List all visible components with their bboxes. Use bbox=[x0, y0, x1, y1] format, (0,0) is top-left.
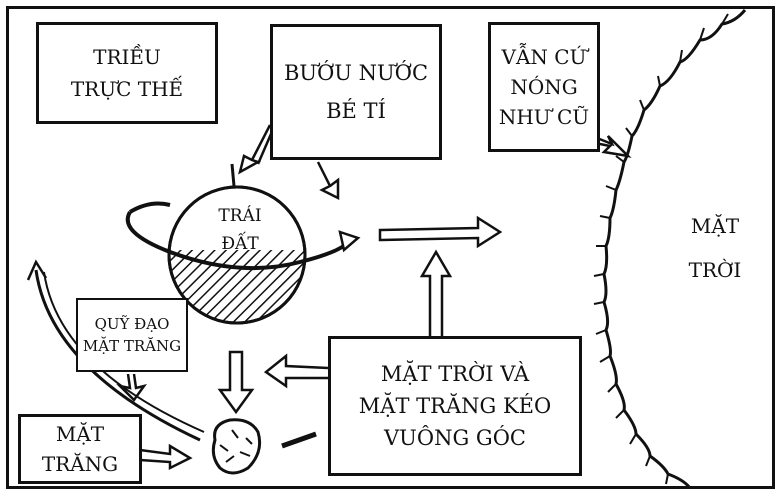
tidal-lock-line1: TRIỀU bbox=[93, 45, 161, 69]
arrow-hot-to-sun bbox=[589, 134, 632, 158]
arrow-orbit-label bbox=[116, 373, 147, 402]
outer-frame bbox=[6, 6, 775, 489]
arrow-moon-box-to-moon bbox=[139, 443, 193, 471]
arrow-bulge-to-earth-1 bbox=[238, 124, 272, 175]
tidal-lock-box: TRIỀU TRỰC THẾ bbox=[36, 22, 218, 124]
earth-rotation-arrow bbox=[125, 210, 352, 271]
moon-box: MẶT TRĂNG bbox=[18, 414, 142, 484]
tiny-bulge-box: BƯỚU NƯỚC BÉ TÍ bbox=[270, 24, 442, 160]
sun-moon-pull-line1: MẶT TRỜI VÀ bbox=[380, 362, 530, 386]
arrow-earth-to-sun bbox=[378, 215, 503, 249]
arrow-earth-to-moon bbox=[217, 350, 255, 415]
tiny-bulge-line2: BÉ TÍ bbox=[326, 99, 386, 123]
sun-edge bbox=[602, 9, 747, 489]
moon-orbit-line1: QUỸ ĐẠO bbox=[94, 315, 170, 333]
still-hot-line1: VẪN CỨ bbox=[501, 45, 587, 69]
earth-label-line2: ĐẤT bbox=[221, 234, 259, 254]
moon-orbit-line2: MẶT TRĂNG bbox=[82, 337, 182, 355]
arrow-pull-up bbox=[419, 249, 453, 338]
moon-box-line1: MẶT bbox=[55, 422, 105, 446]
moon-orbit-box: QUỸ ĐẠO MẶT TRĂNG bbox=[76, 298, 188, 372]
earth-label-line1: TRÁI bbox=[218, 206, 262, 226]
still-hot-box: VẪN CỨ NÓNG NHƯ CŨ bbox=[488, 22, 600, 152]
moon-box-line2: TRĂNG bbox=[41, 452, 119, 476]
arrow-bulge-to-earth-2 bbox=[316, 161, 340, 201]
sun-label-line1: MẶT bbox=[690, 214, 740, 238]
sun-flares bbox=[593, 13, 729, 485]
sun-moon-pull-box: MẶT TRỜI VÀ MẶT TRĂNG KÉO VUÔNG GÓC bbox=[328, 336, 582, 476]
still-hot-line3: NHƯ CŨ bbox=[498, 105, 590, 129]
still-hot-line2: NÓNG bbox=[510, 75, 578, 99]
sun-moon-pull-line2: MẶT TRĂNG KÉO bbox=[358, 394, 552, 418]
arrow-pull-left bbox=[263, 353, 329, 389]
sun-label-line2: TRỜI bbox=[688, 258, 742, 282]
moon-shape bbox=[211, 418, 262, 475]
tiny-bulge-line1: BƯỚU NƯỚC bbox=[283, 61, 429, 85]
sun-moon-pull-line3: VUÔNG GÓC bbox=[384, 426, 526, 450]
tidal-lock-line2: TRỰC THẾ bbox=[70, 77, 184, 101]
